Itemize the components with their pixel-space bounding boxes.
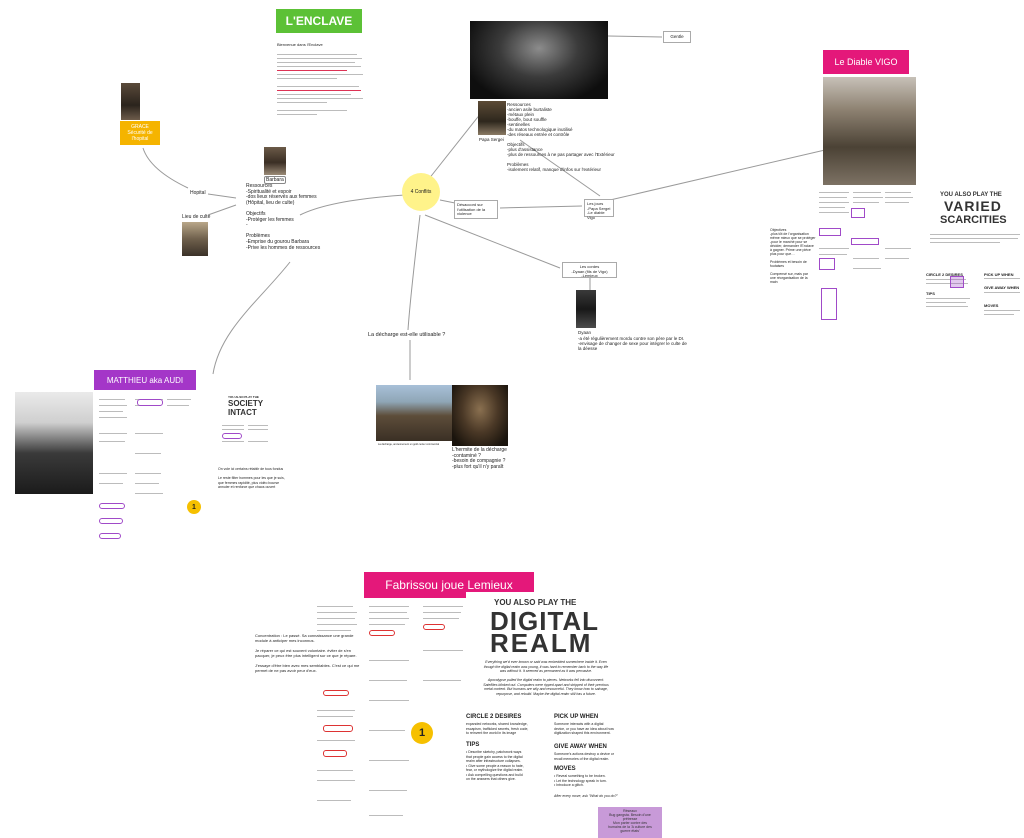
asylum-photo xyxy=(470,21,608,99)
digital-tips: TIPS xyxy=(466,742,480,748)
decharge-question: La décharge est-elle utilisable ? xyxy=(368,332,446,338)
hermite-text: L'hermite de la décharge -contaminé ? -b… xyxy=(452,447,507,470)
vigo-notes: Objectives -plus tôt de l'organisation m… xyxy=(770,228,816,284)
digital-moves: MOVES xyxy=(554,766,576,772)
digital-after: After every move, ask "What do you do?" xyxy=(554,794,618,798)
digital-realm-sheet: YOU ALSO PLAY THE DIGITAL REALM Everythi… xyxy=(466,592,634,838)
digital-intro: Everything we'd ever known or said was e… xyxy=(483,660,609,673)
varied-give-away: GIVE AWAY WHEN xyxy=(984,285,1020,290)
enclave-document: Bienvenue dans l'Enclave xyxy=(275,40,367,124)
decharge-photo xyxy=(376,385,452,441)
link-barbara-matthieu xyxy=(212,261,291,375)
link-desaccord-jours xyxy=(499,205,583,209)
papa-sergei-photo xyxy=(478,101,506,135)
hopital-label: Hopital xyxy=(190,190,206,196)
sticker-fabrissou: 1 xyxy=(411,722,433,744)
fabrissou-notes: Concentration : Le passé. Sa connaissanc… xyxy=(255,633,360,673)
barbara-photo xyxy=(264,147,286,175)
dyaan-text: -a été régulièrement mordu contre son pè… xyxy=(578,336,687,351)
digital-line2: DIGITAL xyxy=(490,606,600,636)
link-conflits-cordes xyxy=(424,214,561,269)
digital-tips-text: • Describe sketchy, patchwork ways that … xyxy=(466,750,524,781)
hermite-photo xyxy=(452,385,508,446)
matthieu-notes: On vole ici certains rétablir de tous fo… xyxy=(218,467,285,489)
digital-line3: REALM xyxy=(490,628,593,658)
varied-pick-up: PICK UP WHEN xyxy=(984,272,1014,277)
varied-tips: TIPS xyxy=(926,291,935,296)
digital-pick-up: PICK UP WHEN xyxy=(554,714,599,720)
varied-line2: VARIED xyxy=(944,198,1002,214)
digital-circle: CIRCLE 2 DESIRES xyxy=(466,714,522,720)
link-conflits-barbara xyxy=(299,194,406,216)
purple-note: Réseaux Bug gangsta. Besoin d'une prêtre… xyxy=(598,807,662,838)
link-jours-vigo xyxy=(609,149,826,201)
society-line1: YOU ALSO PLAY THE xyxy=(228,395,259,399)
society-line3: INTACT xyxy=(228,408,257,417)
link-barbara-hopital xyxy=(207,193,237,199)
matthieu-character-sheet xyxy=(95,393,195,545)
link-barbara-culte xyxy=(207,204,237,216)
lieu-culte-label: Lieu de culte xyxy=(182,214,211,220)
gentle-box: Gentle xyxy=(663,31,691,43)
varied-circle: CIRCLE 2 DESIRES xyxy=(926,272,963,277)
vigo-document xyxy=(815,188,915,344)
digital-circle-text: expanded networks, shared knowledge, esc… xyxy=(466,722,529,735)
matthieu-title: MATTHIEU aka AUDI xyxy=(94,370,196,390)
varied-scarcities-sheet: YOU ALSO PLAY THE VARIED SCARCITIES CIRC… xyxy=(924,186,1024,346)
sticker-matthieu: 1 xyxy=(187,500,201,514)
society-line2: SOCIETY xyxy=(228,399,264,408)
fabrissou-character-sheet xyxy=(313,600,489,828)
link-jours-sergei xyxy=(519,139,601,197)
lieu-culte-photo xyxy=(182,222,208,256)
link-hopital-grace xyxy=(142,147,189,189)
digital-give-away: GIVE AWAY WHEN xyxy=(554,744,607,750)
enclave-title: L'ENCLAVE xyxy=(276,9,362,33)
papa-sergei-text: Ressources -ancien asile burtaliste -mét… xyxy=(507,102,615,172)
decharge-caption: La décharge, anciennement un gold center… xyxy=(378,443,440,446)
grace-title: GRACE Sécurité de l'hopital xyxy=(120,121,160,145)
vigo-title: Le Diable VIGO xyxy=(823,50,909,74)
matthieu-photo xyxy=(15,392,93,494)
digital-pick-up-text: Someone interacts with a digital device,… xyxy=(554,722,614,735)
society-intact-sheet: YOU ALSO PLAY THE SOCIETY INTACT xyxy=(218,393,272,457)
les-jours-box: Les jours -Papa Sergei -Le diable Vigo xyxy=(584,199,614,219)
vigo-photo xyxy=(823,77,916,185)
varied-line1: YOU ALSO PLAY THE xyxy=(940,192,1002,198)
link-photo-gentle xyxy=(607,35,663,38)
digital-line1: YOU ALSO PLAY THE xyxy=(494,598,577,607)
digital-give-away-text: Someone's actions destroy a device or re… xyxy=(554,752,615,761)
barbara-label: Barbara xyxy=(264,176,286,184)
papa-sergei-label: Papa Sergei xyxy=(479,137,504,142)
conflits-node[interactable]: 4 Conflits xyxy=(402,173,440,211)
dyaan-label: Dyaan xyxy=(578,330,592,335)
varied-line3: SCARCITIES xyxy=(940,214,1007,226)
les-cordes-box: Les cordes -Dyaan (fils de Vigo) -Lemieu… xyxy=(562,262,617,278)
varied-moves: MOVES xyxy=(984,303,999,308)
barbara-text: Ressources -Spiritualité et espoir -dos … xyxy=(246,183,321,251)
digital-intro2: Apocalypse pulled the digital realm to p… xyxy=(483,678,609,696)
digital-moves-text: • Reveal something to be broken. • Let t… xyxy=(554,774,607,787)
link-conflits-decharge xyxy=(407,214,421,331)
grace-photo xyxy=(121,83,140,120)
dyaan-photo xyxy=(576,290,596,328)
enclave-intro: Bienvenue dans l'Enclave xyxy=(277,42,323,47)
desaccord-box: Désaccord sur l'utilisation de la violen… xyxy=(454,200,498,219)
link-conflits-sergei xyxy=(427,107,486,181)
